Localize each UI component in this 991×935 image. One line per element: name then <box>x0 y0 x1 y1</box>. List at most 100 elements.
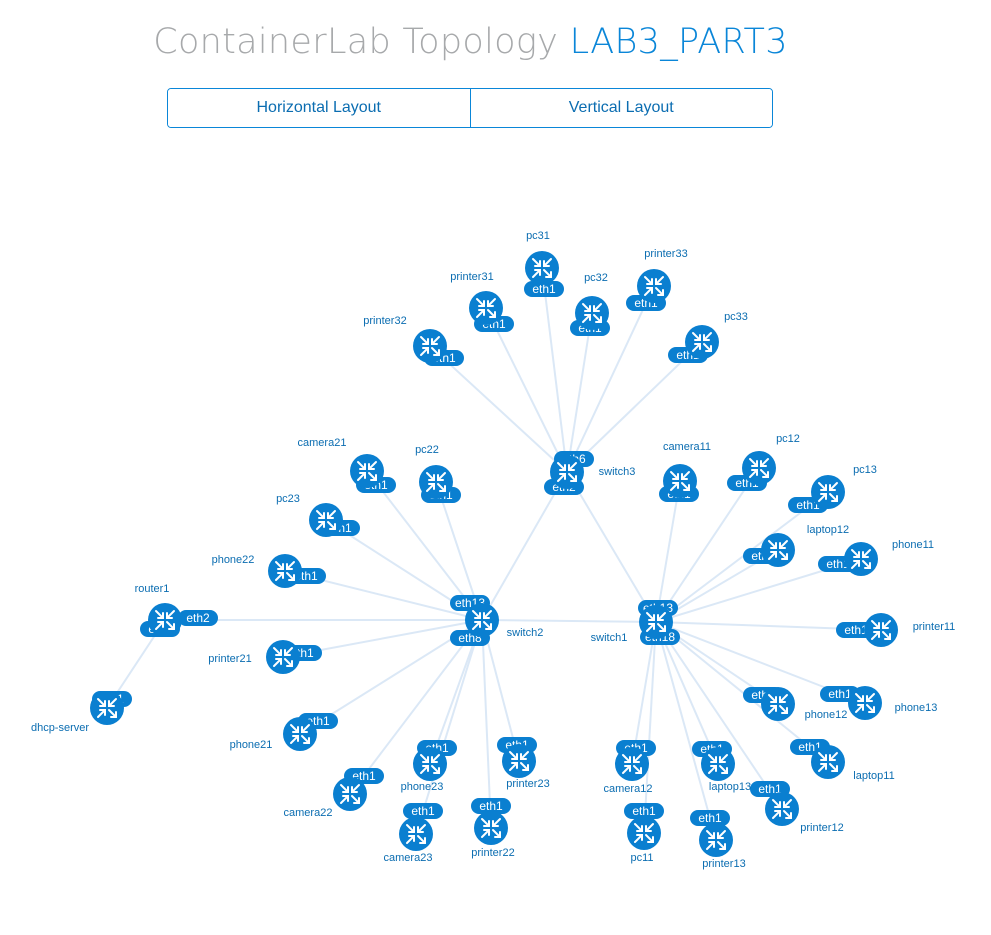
port2-router1: eth2 <box>178 610 218 626</box>
link-switch3-printer31 <box>485 307 568 473</box>
node-label: laptop11 <box>853 770 894 782</box>
node-pc32[interactable]: eth1pc32 <box>570 272 610 336</box>
router-icon <box>333 777 367 811</box>
node-camera12[interactable]: eth1camera12 <box>604 740 656 795</box>
node-printer13[interactable]: eth1 printer13 <box>690 810 746 870</box>
router-icon <box>685 325 719 359</box>
router-icon <box>399 817 433 851</box>
link-switch1-laptop11 <box>655 621 829 763</box>
node-switch3[interactable]: eth2eth6switch3 <box>544 451 635 495</box>
port-printer22: eth1 <box>471 798 511 814</box>
node-label: pc33 <box>724 311 748 323</box>
link-switch1-camera11 <box>655 480 681 623</box>
port-camera23: eth1 <box>403 803 443 819</box>
router-icon <box>309 503 343 537</box>
node-switch1[interactable]: eth18eth13switch1 <box>591 600 680 645</box>
port-printer22-label: eth1 <box>479 799 503 813</box>
node-label: pc23 <box>276 493 300 505</box>
vertical-layout-button[interactable]: Vertical Layout <box>469 89 772 127</box>
router-icon <box>465 603 499 637</box>
node-label: switch2 <box>507 627 544 639</box>
router-icon <box>502 744 536 778</box>
port-pc11-label: eth1 <box>632 804 656 818</box>
router-icon <box>148 603 182 637</box>
router-icon <box>268 554 302 588</box>
node-label: pc12 <box>776 433 800 445</box>
horizontal-layout-button[interactable]: Horizontal Layout <box>168 89 470 127</box>
node-label: camera12 <box>604 783 653 795</box>
node-phone13[interactable]: eth1 phone13 <box>820 686 937 720</box>
node-router1[interactable]: eth1eth2router1 <box>135 583 218 637</box>
link-switch1-laptop13 <box>655 621 719 765</box>
port-pc31: eth1 <box>524 281 564 297</box>
router-icon <box>575 296 609 330</box>
node-label: camera11 <box>663 441 711 453</box>
router-icon <box>811 745 845 779</box>
node-label: printer32 <box>363 315 406 327</box>
node-printer23[interactable]: eth1printer23 <box>497 737 550 790</box>
node-camera11[interactable]: eth1camera11 <box>659 441 711 502</box>
port-printer13-label: eth1 <box>698 811 722 825</box>
link-switch2-switch1 <box>481 619 657 623</box>
node-laptop12[interactable]: eth1laptop12 <box>743 524 849 567</box>
port2-router1-label: eth2 <box>186 611 210 625</box>
link-switch3-printer32 <box>429 345 568 473</box>
node-camera21[interactable]: eth1camera21 <box>298 437 396 493</box>
router-icon <box>419 465 453 499</box>
node-label: printer13 <box>702 858 745 870</box>
node-pc22[interactable]: eth1pc22 <box>415 444 461 503</box>
router-icon <box>701 747 735 781</box>
lab-name: LAB3_PART3 <box>569 22 788 62</box>
node-label: printer33 <box>644 248 687 260</box>
nodes-layer: eth1eth2router1 eth1dhcp-server eth8eth13s… <box>31 230 955 870</box>
node-pc11[interactable]: eth1 pc11 <box>624 803 664 864</box>
port-printer12-label: eth1 <box>758 782 782 796</box>
router-icon <box>283 717 317 751</box>
node-label: phone13 <box>895 702 938 714</box>
router-icon <box>663 464 697 498</box>
router-icon <box>699 823 733 857</box>
node-printer11[interactable]: eth1 printer11 <box>836 613 955 647</box>
port-phone13-label: eth1 <box>828 687 852 701</box>
node-dhcp-server[interactable]: eth1dhcp-server <box>31 691 132 734</box>
node-label: pc22 <box>415 444 439 456</box>
link-switch1-pc13 <box>655 491 829 623</box>
port-printer11-label: eth1 <box>844 623 868 637</box>
node-label: switch3 <box>599 466 636 478</box>
router-icon <box>742 451 776 485</box>
node-label: pc11 <box>630 852 653 864</box>
node-label: phone21 <box>230 739 273 751</box>
router-icon <box>627 816 661 850</box>
link-switch1-printer12 <box>655 621 783 810</box>
link-switch3-printer33 <box>566 285 655 473</box>
node-pc23[interactable]: eth1pc23 <box>276 493 360 537</box>
node-label: printer11 <box>913 621 956 633</box>
node-label: phone22 <box>212 554 255 566</box>
port-pc31-label: eth1 <box>532 282 556 296</box>
node-label: phone12 <box>805 709 848 721</box>
node-laptop13[interactable]: eth1laptop13 <box>692 741 751 793</box>
node-label: phone23 <box>401 781 444 793</box>
title-prefix: ContainerLab Topology <box>153 22 559 62</box>
node-label: laptop13 <box>709 781 751 793</box>
